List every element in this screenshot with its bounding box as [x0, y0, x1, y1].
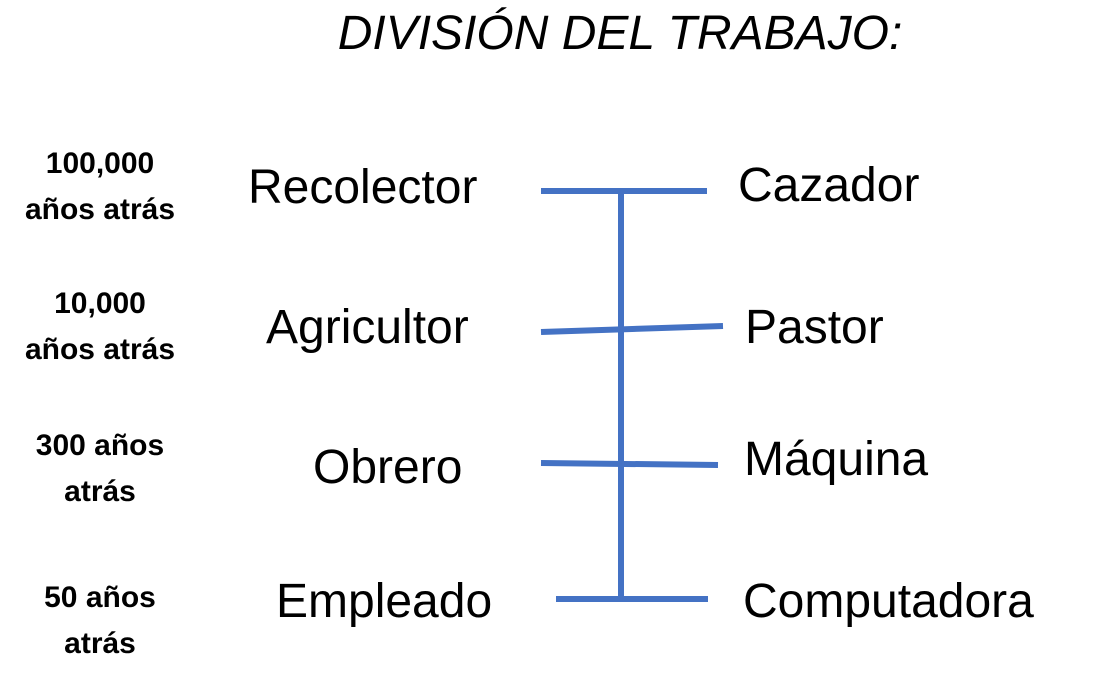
horizontal-connector-line — [540, 460, 719, 468]
left-role-label: Agricultor — [266, 301, 469, 354]
right-role-label: Computadora — [743, 575, 1034, 628]
diagram-title: DIVISIÓN DEL TRABAJO: — [337, 7, 903, 60]
era-label: 100,000 años atrás — [0, 141, 200, 233]
right-role-label: Máquina — [744, 433, 929, 486]
right-role-label: Cazador — [738, 159, 920, 212]
era-line-2: atrás — [64, 475, 136, 508]
horizontal-connector-line — [540, 323, 724, 335]
left-role-label: Recolector — [248, 161, 478, 214]
era-label: 300 años atrás — [0, 423, 200, 515]
left-role-label: Obrero — [313, 441, 463, 494]
era-line-1: 300 años — [35, 429, 165, 462]
era-line-1: 50 años — [44, 581, 156, 614]
era-line-1: 100,000 — [45, 147, 155, 180]
right-role-label: Pastor — [745, 301, 884, 354]
era-line-1: 10,000 — [54, 287, 146, 320]
era-line-2: atrás — [64, 627, 136, 660]
era-label: 50 años atrás — [0, 575, 200, 667]
era-label: 10,000 años atrás — [0, 281, 200, 373]
era-line-2: años atrás — [24, 193, 176, 226]
left-role-label: Empleado — [276, 575, 493, 628]
era-line-2: años atrás — [24, 333, 176, 366]
